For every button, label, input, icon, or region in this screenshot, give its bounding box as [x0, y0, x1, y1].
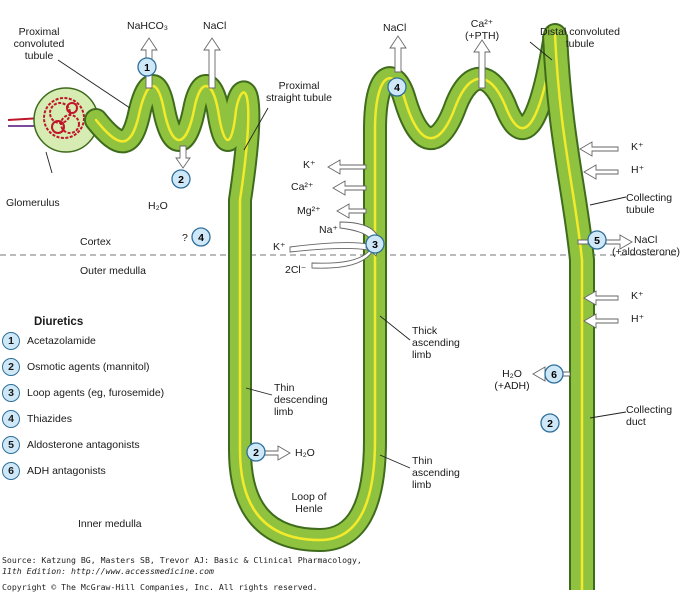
svg-text:2: 2 — [178, 174, 184, 186]
legend-item: 3 Loop agents (eg, furosemide) — [2, 383, 164, 403]
legend-badge: 2 — [2, 358, 20, 376]
label-h2o-proximal: H₂O — [148, 200, 168, 212]
label-proximal-convoluted: Proximal convoluted tubule — [13, 26, 65, 62]
label-cortex: Cortex — [80, 236, 111, 248]
label-collecting-duct: Collecting duct — [626, 404, 673, 428]
svg-text:2: 2 — [547, 418, 553, 430]
source-line-2: 11th Edition: http://www.accessmedicine.… — [2, 566, 214, 576]
legend-label: Aldosterone antagonists — [27, 439, 140, 451]
label-question-mark: ? — [182, 232, 188, 244]
label-k-collecting-top: K⁺ — [631, 141, 644, 153]
label-k-collecting-bottom: K⁺ — [631, 290, 644, 302]
label-thick-ascending: Thick ascending limb — [412, 325, 460, 361]
label-h-collecting-bottom: H⁺ — [631, 313, 645, 325]
legend-item: 6 ADH antagonists — [2, 461, 106, 481]
glomerulus — [7, 87, 99, 153]
site-marker-osmotic-descending: 2 — [246, 442, 266, 462]
label-mg-thick: Mg²⁺ — [297, 205, 321, 217]
label-outer-medulla: Outer medulla — [80, 265, 146, 277]
svg-text:1: 1 — [144, 62, 150, 74]
label-inner-medulla: Inner medulla — [78, 518, 142, 530]
legend-badge: 6 — [2, 462, 20, 480]
label-h2o-descending: H₂O — [295, 447, 315, 459]
label-nacl-aldosterone: NaCl (+aldosterone) — [612, 234, 680, 258]
legend-item: 1 Acetazolamide — [2, 331, 96, 351]
copyright-line: Copyright © The McGraw-Hill Companies, I… — [2, 582, 318, 592]
label-na-thick: Na⁺ — [319, 224, 338, 236]
legend-label: Thiazides — [27, 413, 72, 425]
label-nahco3: NaHCO₃ — [127, 20, 169, 32]
legend-badge: 5 — [2, 436, 20, 454]
svg-text:6: 6 — [551, 369, 557, 381]
label-h2o-adh: H₂O (+ADH) — [494, 368, 530, 392]
legend-badge: 1 — [2, 332, 20, 350]
source-line-1: Source: Katzung BG, Masters SB, Trevor A… — [2, 555, 362, 565]
svg-text:4: 4 — [198, 232, 204, 244]
label-cl-thick: 2Cl⁻ — [285, 264, 307, 276]
svg-text:2: 2 — [253, 447, 259, 459]
label-k-thick-in: K⁺ — [273, 241, 286, 253]
svg-text:5: 5 — [594, 235, 600, 247]
label-ca-thick: Ca²⁺ — [291, 181, 314, 193]
svg-text:4: 4 — [394, 82, 400, 94]
tubule-lumen — [94, 33, 557, 542]
site-marker-loop: 3 — [365, 234, 385, 254]
svg-text:3: 3 — [372, 239, 378, 251]
label-ca-pth: Ca²⁺ (+PTH) — [464, 18, 500, 42]
legend-label: Osmotic agents (mannitol) — [27, 361, 150, 373]
site-marker-thiazide-cortex: 4 — [191, 227, 211, 247]
transport-arrows — [140, 35, 633, 461]
label-proximal-straight: Proximal straight tubule — [266, 80, 332, 104]
site-marker-thiazide-distal: 4 — [387, 77, 407, 97]
legend-badge: 4 — [2, 410, 20, 428]
site-marker-acetazolamide: 1 — [137, 57, 157, 77]
site-markers: 1 2 4 4 3 5 6 2 2 — [137, 57, 607, 462]
label-glomerulus: Glomerulus — [6, 197, 60, 209]
legend-item: 2 Osmotic agents (mannitol) — [2, 357, 150, 377]
label-thin-descending: Thin descending limb — [274, 382, 328, 418]
label-loop-of-henle: Loop of Henle — [291, 491, 327, 515]
label-k-thick: K⁺ — [303, 159, 316, 171]
site-marker-osmotic-proximal: 2 — [171, 169, 191, 189]
legend-label: Acetazolamide — [27, 335, 96, 347]
legend-title: Diuretics — [34, 316, 84, 328]
legend-label: ADH antagonists — [27, 465, 106, 477]
label-collecting-tubule: Collecting tubule — [626, 192, 673, 216]
label-h-collecting-top: H⁺ — [631, 164, 645, 176]
site-marker-aldosterone: 5 — [587, 230, 607, 250]
label-nacl-distal: NaCl — [383, 22, 407, 34]
legend-badge: 3 — [2, 384, 20, 402]
site-marker-adh: 6 — [544, 364, 564, 384]
leader-lines — [45, 41, 627, 469]
site-marker-osmotic-collecting: 2 — [540, 413, 560, 433]
legend-item: 4 Thiazides — [2, 409, 72, 429]
legend-label: Loop agents (eg, furosemide) — [27, 387, 165, 399]
legend-item: 5 Aldosterone antagonists — [2, 435, 140, 455]
label-nacl-proximal: NaCl — [203, 20, 227, 32]
label-thin-ascending: Thin ascending limb — [412, 455, 460, 491]
label-distal-convoluted: Distal convoluted tubule — [540, 26, 620, 50]
